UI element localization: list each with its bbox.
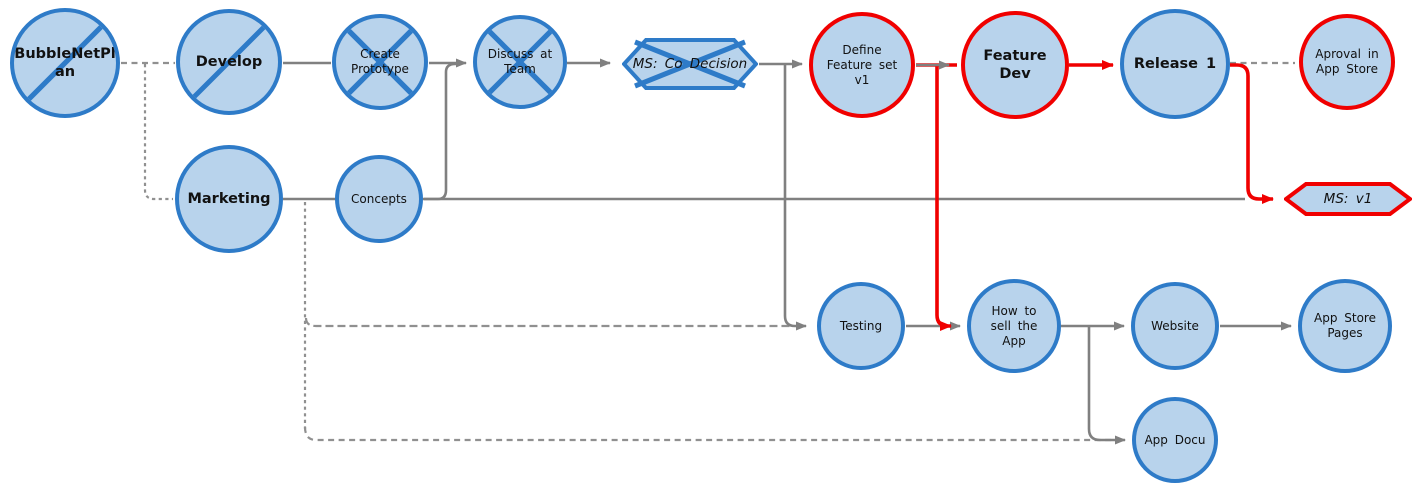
edge-define-howtosell-critical[interactable] — [935, 65, 952, 331]
node-label: Aproval in App Store — [1315, 47, 1379, 76]
node-label: App Docu — [1144, 432, 1206, 447]
edge-release1-msv1-critical[interactable] — [1230, 63, 1274, 204]
node-website[interactable]: Website — [1131, 282, 1219, 370]
cross-icon — [482, 24, 558, 100]
node-label: Concepts — [351, 191, 407, 206]
slash-icon — [20, 18, 110, 108]
node-label: MS: v1 — [1323, 190, 1373, 207]
cross-icon — [341, 23, 419, 101]
node-label: Release 1 — [1133, 55, 1217, 72]
edge-concepts-discuss[interactable] — [424, 62, 458, 201]
node-label: Marketing — [187, 190, 271, 207]
node-aproval-in-app-store[interactable]: Aproval in App Store — [1299, 14, 1395, 110]
node-discuss-at-team[interactable]: Discuss at Team — [473, 15, 567, 109]
hexagon-shape — [1284, 182, 1412, 216]
node-release-1[interactable]: Release 1 — [1120, 9, 1230, 119]
edge-marketing-appdocu[interactable] — [303, 426, 1116, 442]
node-app-docu[interactable]: App Docu — [1132, 397, 1218, 483]
node-label: Develop — [195, 53, 263, 70]
node-marketing[interactable]: Marketing — [175, 145, 283, 253]
node-ms-v1[interactable]: MS: v1 — [1284, 182, 1412, 216]
node-develop[interactable]: Develop — [176, 9, 282, 115]
node-ms-co-decision[interactable]: MS: Co Decision — [622, 38, 758, 90]
node-label: Create Prototype — [351, 47, 409, 76]
node-bubblenetplan[interactable]: BubbleNetPlan — [10, 8, 120, 118]
node-feature-dev[interactable]: Feature Dev — [961, 11, 1069, 119]
node-label: Discuss at Team — [487, 47, 553, 76]
node-how-to-sell-the-app[interactable]: How to sell the App — [967, 279, 1061, 373]
slash-icon — [186, 19, 272, 105]
edge-mscodecision-testing[interactable] — [783, 64, 807, 331]
node-label: BubbleNetPlan — [14, 45, 116, 80]
node-label: App Store Pages — [1314, 311, 1376, 340]
node-label: Feature Dev — [983, 47, 1047, 82]
node-label: Define Feature set v1 — [826, 42, 898, 87]
node-label: How to sell the App — [990, 303, 1038, 348]
node-create-prototype[interactable]: Create Prototype — [332, 14, 428, 110]
node-label: Testing — [839, 318, 883, 333]
node-label: Website — [1151, 318, 1199, 333]
cross-icon — [634, 39, 746, 89]
node-label: MS: Co Decision — [632, 55, 748, 72]
edge-marketing-testing[interactable] — [304, 317, 792, 328]
hexagon-shape — [622, 38, 758, 90]
node-testing[interactable]: Testing — [817, 282, 905, 370]
node-concepts[interactable]: Concepts — [335, 155, 423, 243]
edge-howtosell-appdocu[interactable] — [1087, 326, 1126, 445]
node-app-store-pages[interactable]: App Store Pages — [1298, 279, 1392, 373]
edge-bubblenetplan-marketing[interactable] — [143, 64, 173, 201]
node-define-feature-set-v1[interactable]: Define Feature set v1 — [809, 12, 915, 118]
